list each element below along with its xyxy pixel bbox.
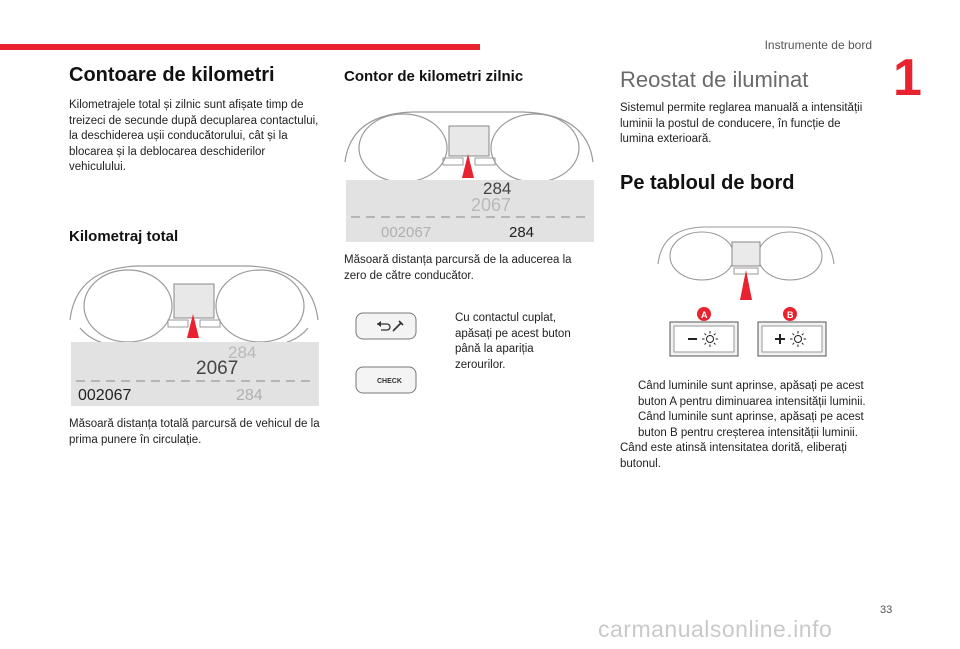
indicator-arrow: [462, 154, 474, 178]
return-arrow-icon: [377, 323, 391, 331]
total-odometer-caption: Măsoară distanța totală parcursă de vehi…: [69, 418, 320, 446]
subtitle-dashboard: Pe tabloul de bord: [620, 172, 795, 194]
label-b: B: [787, 310, 794, 320]
instruction-decrease: Când luminile sunt aprinse, apăsați pe a…: [638, 380, 866, 408]
display-trip-value: 284: [483, 179, 511, 198]
sun-icon: [706, 335, 714, 343]
subtitle-trip-odometer: Contor de kilometri zilnic: [344, 68, 524, 85]
sun-icon: [794, 335, 802, 343]
trip-odometer-illustration: 284 2067 002067 284: [344, 111, 594, 242]
section-header: Instrumente de bord: [764, 38, 872, 52]
trip-reset-instruction: Cu contactul cuplat, apăsați pe acest bu…: [437, 311, 587, 373]
display-total-bottom: 002067: [78, 387, 131, 404]
trip-odometer-caption: Măsoară distanța parcursă de la aducerea…: [344, 254, 572, 282]
header-accent-bar: [0, 44, 480, 50]
check-button[interactable]: CHECK: [355, 366, 417, 394]
odometers-intro: Kilometrajele total și zilnic sunt afișa…: [69, 99, 319, 173]
instruction-release: Când este atinsă intensitatea dorită, el…: [620, 442, 847, 470]
trip-reset-button[interactable]: [355, 312, 417, 340]
label-a: A: [701, 310, 708, 320]
indicator-arrow: [740, 270, 752, 300]
display-total-bottom: 002067: [381, 224, 431, 241]
bullet-marker: [620, 379, 638, 410]
dimmer-instructions: Când luminile sunt aprinse, apăsați pe a…: [620, 379, 882, 472]
bullet-marker: [437, 311, 455, 373]
dimmer-intro: Sistemul permite reglarea manuală a inte…: [620, 102, 863, 145]
display-trip-value: 284: [228, 343, 256, 362]
section-title-dimmer: Reostat de iluminat: [620, 67, 809, 92]
chapter-number: 1: [893, 49, 922, 107]
display-total-value: 2067: [196, 358, 238, 379]
bullet-marker: [620, 410, 638, 441]
dashboard-dimmer-illustration: [657, 226, 835, 300]
check-button-label: CHECK: [377, 378, 402, 385]
dim-down-button[interactable]: [669, 321, 739, 357]
total-odometer-illustration: 284 2067 002067 284: [69, 265, 319, 406]
page-number: 33: [880, 604, 893, 616]
display-total-value: 2067: [471, 195, 511, 215]
instruction-increase: Când luminile sunt aprinse, apăsați pe a…: [638, 411, 864, 439]
dimmer-buttons-illustration: A B: [669, 307, 827, 357]
section-title-odometers: Contoare de kilometri: [69, 64, 275, 86]
watermark: carmanualsonline.info: [598, 616, 833, 642]
wrench-icon: [392, 320, 404, 332]
dim-up-button[interactable]: [757, 321, 827, 357]
subtitle-total-odometer: Kilometraj total: [69, 228, 179, 245]
display-trip-bottom: 284: [236, 387, 263, 404]
display-trip-bottom: 284: [509, 224, 534, 241]
indicator-arrow: [187, 314, 199, 338]
